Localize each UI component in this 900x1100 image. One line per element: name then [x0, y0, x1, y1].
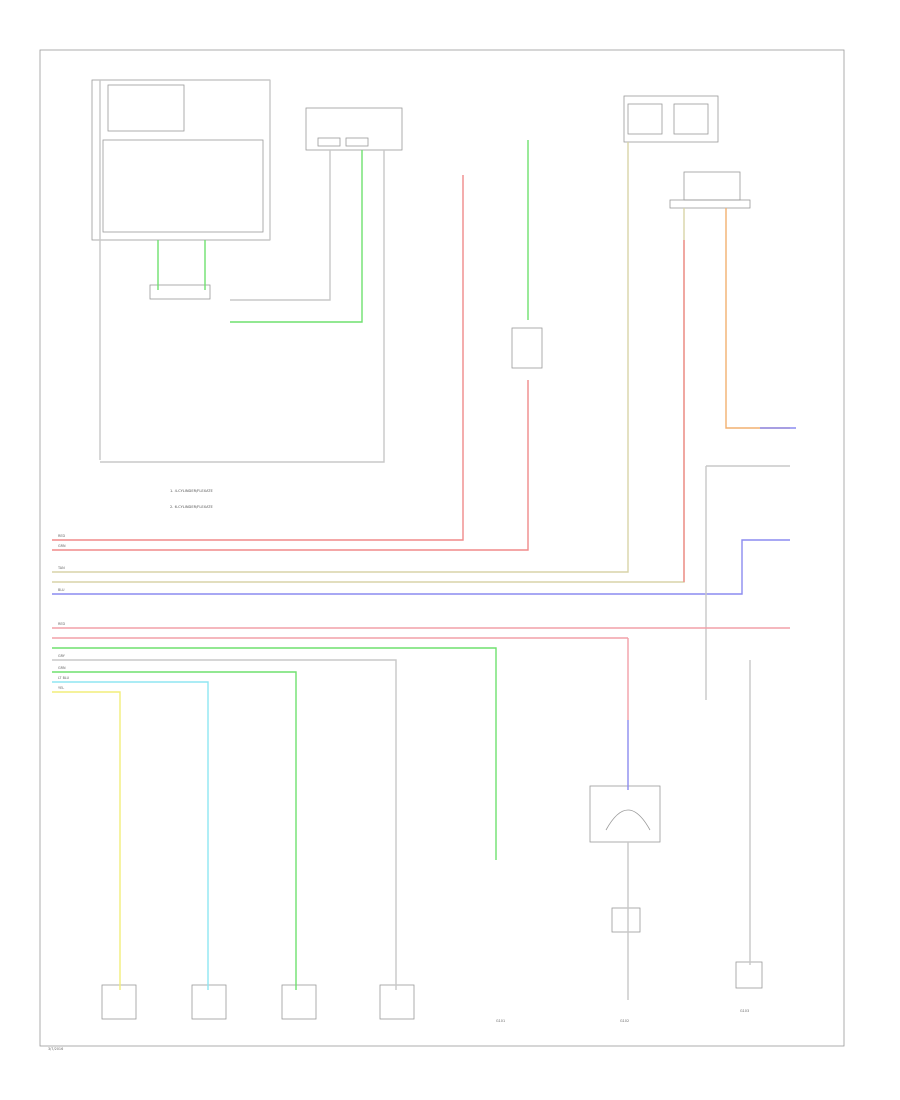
wire-red-top [52, 175, 464, 541]
wire-green-stubs [157, 240, 206, 290]
sensor-3 [281, 984, 317, 1020]
label-tan: TAN [57, 566, 65, 570]
fuse-box [623, 95, 719, 143]
diagram-frame [39, 49, 845, 1047]
relay-mid [511, 327, 543, 369]
wire-yellow [52, 691, 121, 990]
wire-red-top-2 [52, 380, 529, 551]
label-cyan: LT BLU [58, 676, 70, 680]
wire-tan-2 [52, 208, 685, 583]
relay-box [305, 107, 403, 151]
wire-cyan [52, 681, 209, 990]
label-blue: BLU [58, 588, 65, 592]
ground-label-1: G101 [496, 1019, 505, 1023]
corner-code: 3/7/2016 [48, 1047, 63, 1051]
wire-gray-small [230, 150, 331, 301]
sensor-5-connector [735, 961, 763, 989]
wire-green-small [230, 150, 363, 323]
label-green-top: GRN [58, 544, 66, 548]
transmission-sensor [589, 785, 661, 843]
wire-blue [52, 539, 790, 595]
legend-line-1: 1. 4-CYLINDER/FLEXATE [170, 489, 213, 493]
bottom-switch-right [611, 907, 641, 933]
wire-gray-lower [52, 659, 397, 990]
wire-orange [725, 208, 790, 429]
label-yellow: YEL [58, 686, 64, 690]
wire-gray-right [100, 150, 385, 463]
legend-line-2: 2. 6-CYLINDER/FLEXATE [170, 505, 213, 509]
ecm-module [91, 79, 271, 300]
switch-assembly-top [669, 171, 751, 209]
ground-label-2: G102 [620, 1019, 629, 1023]
wire-green-lower [52, 647, 497, 860]
sensor-1 [101, 984, 137, 1020]
label-gray-low: GRY [58, 654, 66, 658]
sensor-4 [379, 984, 415, 1020]
label-green-low: GRN [58, 666, 66, 670]
wire-green-lower-2 [52, 671, 297, 990]
wire-tan [52, 142, 629, 573]
sensor-2 [191, 984, 227, 1020]
label-red-top: RED [58, 534, 65, 538]
label-red-mid: RED [58, 622, 65, 626]
ground-label-3: G103 [740, 1009, 749, 1013]
